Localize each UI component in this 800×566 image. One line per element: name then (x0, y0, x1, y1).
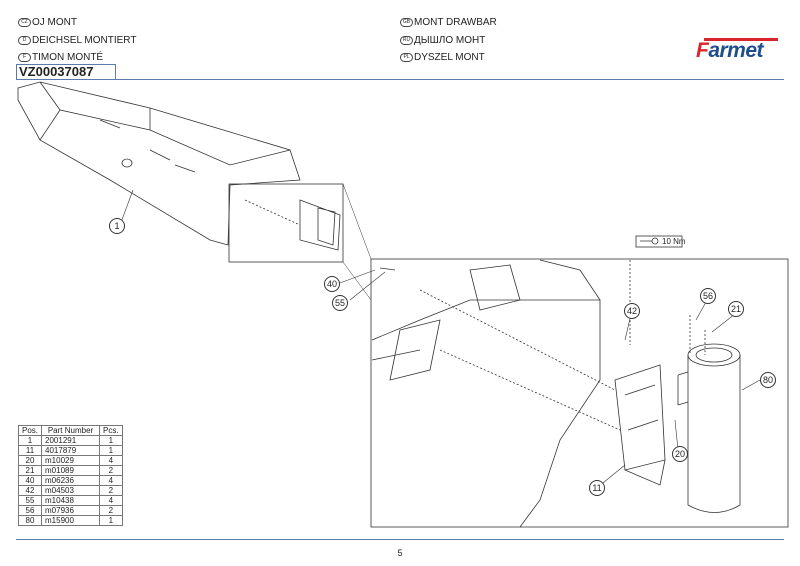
table-cell: 56 (17, 505, 43, 516)
detail-box-small (228, 183, 344, 263)
table-cell: 1 (99, 515, 123, 526)
farmet-logo: Farmet (696, 38, 780, 62)
table-cell: 2 (99, 465, 123, 476)
table-cell: m15900 (41, 515, 101, 526)
wrench-icon (640, 237, 659, 245)
table-cell: 4 (99, 495, 123, 506)
table-cell: 21 (17, 465, 43, 476)
page-number: 5 (397, 548, 403, 558)
drawbar-part (17, 81, 301, 246)
table-cell: 1 (99, 445, 123, 456)
title-text: ДЫШЛО МОНТ (414, 35, 486, 46)
detail-frame (371, 259, 601, 528)
callout-80: 80 (760, 372, 776, 388)
bracket-part-11 (614, 364, 666, 486)
column-header: Pos. (17, 425, 43, 436)
table-cell: m06236 (41, 475, 101, 486)
table-cell: m04503 (41, 485, 101, 496)
table-cell: 4017879 (41, 445, 101, 456)
callout-40: 40 (324, 276, 340, 292)
title-text: DEICHSEL MONTIERT (32, 35, 137, 46)
callout-42: 42 (624, 303, 640, 319)
callout-1: 1 (109, 218, 125, 234)
table-cell: m07936 (41, 505, 101, 516)
callout-21: 21 (728, 301, 744, 317)
table-cell: 42 (17, 485, 43, 496)
table-cell: 20 (17, 455, 43, 466)
table-cell: 4 (99, 475, 123, 486)
header-divider (16, 79, 784, 80)
table-cell: 80 (17, 515, 43, 526)
table-cell: 2 (99, 505, 123, 516)
lang-code: RU (400, 36, 413, 45)
callout-56: 56 (700, 288, 716, 304)
detail-box-large (370, 258, 789, 528)
lang-code: GB (400, 18, 413, 27)
table-cell: 11 (17, 445, 43, 456)
table-cell: 55 (17, 495, 43, 506)
lang-code: PL (400, 53, 413, 62)
callout-11: 11 (589, 480, 605, 496)
callout-55: 55 (332, 295, 348, 311)
title-text: DYSZEL MONT (414, 52, 485, 63)
lang-code: D (18, 36, 31, 45)
tube-part-80 (677, 343, 741, 513)
table-cell: m10029 (41, 455, 101, 466)
callout-20: 20 (672, 446, 688, 462)
table-cell: m10438 (41, 495, 101, 506)
table-cell: 1 (99, 435, 123, 446)
column-header: Part Number (41, 425, 101, 436)
lang-code: F (18, 53, 31, 62)
table-cell: 1 (17, 435, 43, 446)
lang-code: CZ (18, 18, 31, 27)
footer-divider (16, 539, 784, 540)
title-text: MONT DRAWBAR (414, 17, 497, 28)
table-cell: m01089 (41, 465, 101, 476)
title-text: TIMON MONTÉ (32, 52, 104, 63)
table-cell: 40 (17, 475, 43, 486)
table-cell: 2 (99, 485, 123, 496)
title-text: OJ MONT (32, 17, 77, 28)
column-header: Pcs. (99, 425, 123, 436)
torque-box (635, 235, 683, 248)
table-cell: 4 (99, 455, 123, 466)
table-cell: 2001291 (41, 435, 101, 446)
torque-label: 10 Nm (662, 237, 686, 246)
